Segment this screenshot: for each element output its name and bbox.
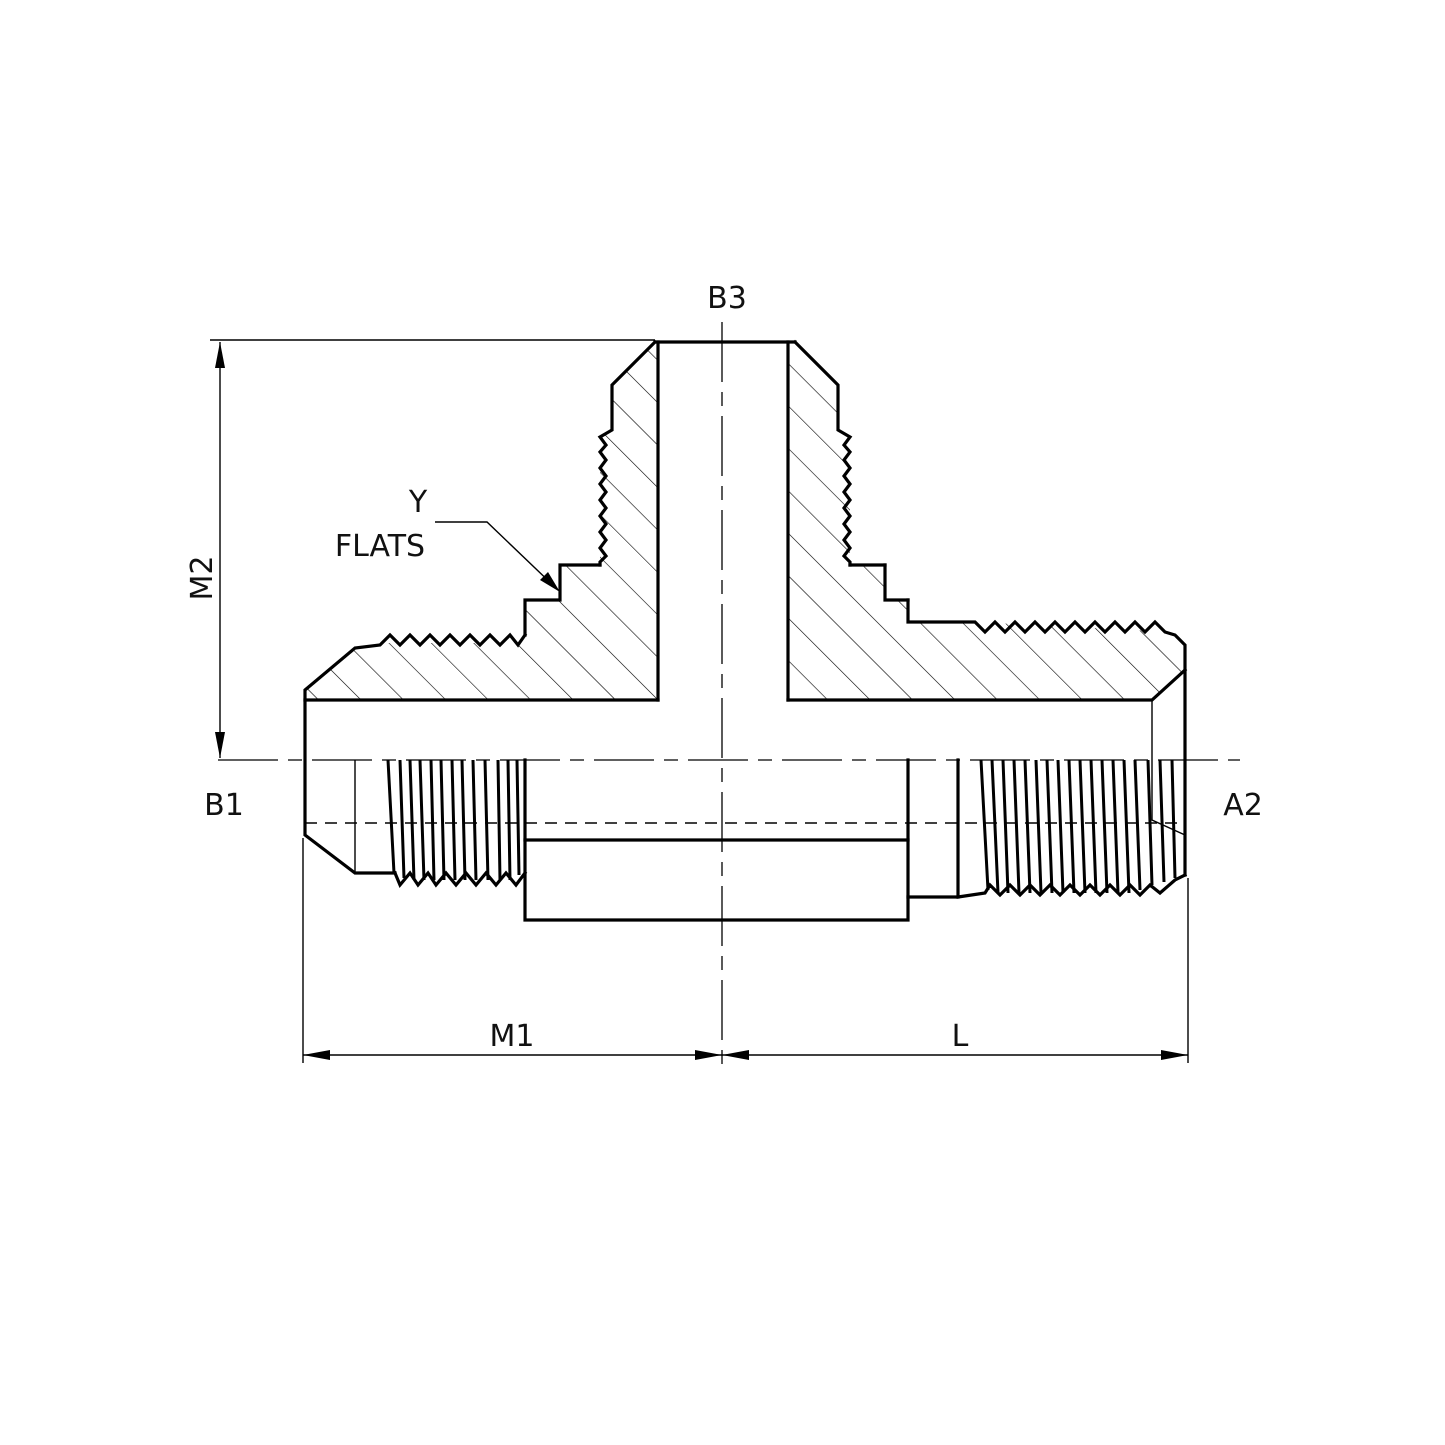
- flats-callout: Y FLATS: [335, 485, 560, 592]
- hatched-section: [305, 342, 1185, 700]
- port-label-a2: A2: [1223, 788, 1263, 823]
- dimension-label-m1: M1: [490, 1019, 535, 1054]
- flats-count-label: Y: [408, 485, 428, 520]
- center-lines: [218, 322, 1240, 1065]
- dimension-label-m2: M2: [185, 556, 220, 601]
- top-branch: [597, 339, 853, 702]
- port-label-b1: B1: [204, 788, 244, 823]
- port-label-b3: B3: [707, 281, 747, 316]
- dimension-m2: M2: [185, 339, 655, 758]
- dimension-label-l: L: [952, 1019, 969, 1054]
- right-run-body: [786, 563, 1188, 899]
- flats-label: FLATS: [335, 529, 425, 564]
- hex-body: [523, 758, 960, 922]
- dimension-m1-l: M1 L: [302, 838, 1189, 1063]
- left-run-body: [303, 563, 660, 889]
